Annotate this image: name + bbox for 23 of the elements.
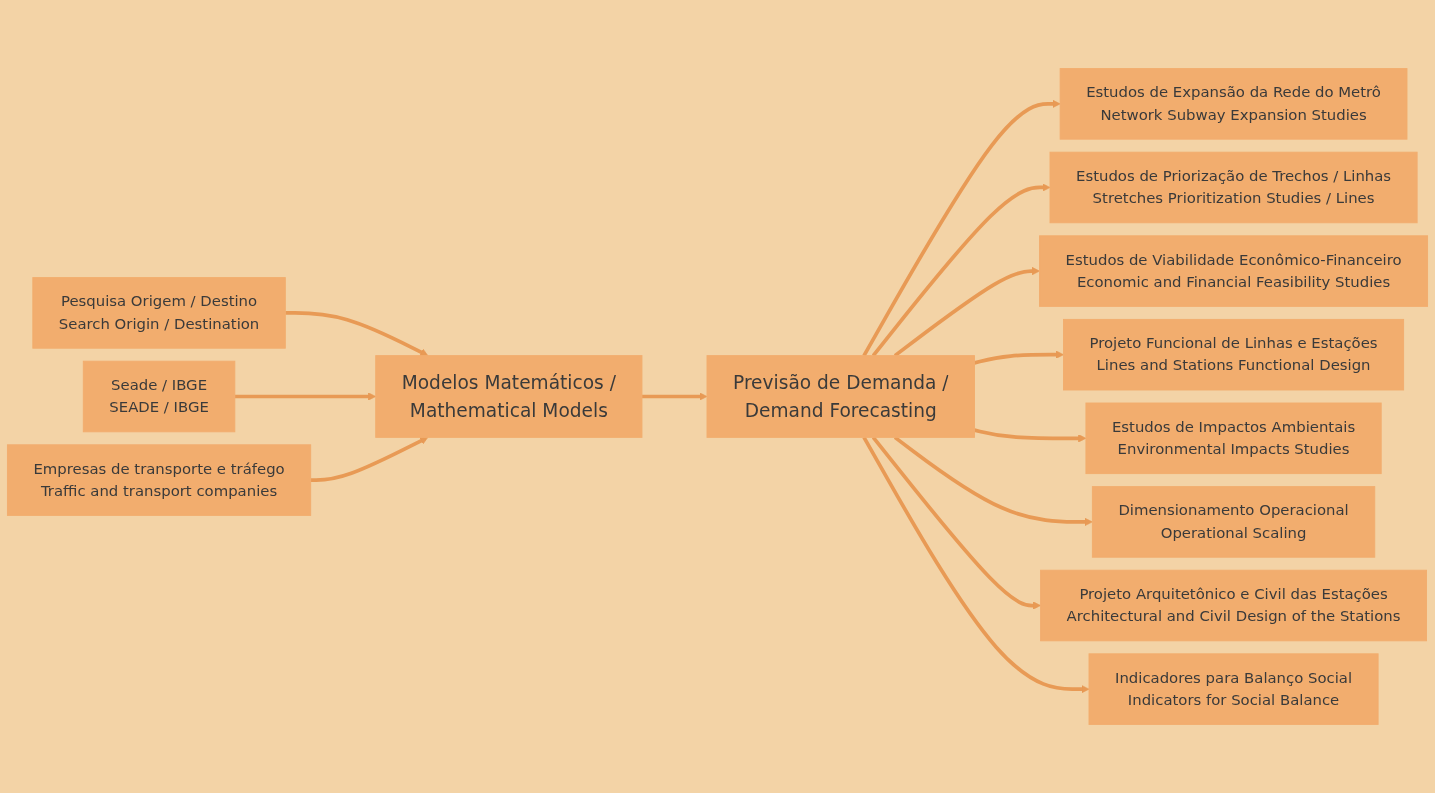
node-box: Projeto Funcional de Linhas e Estações Lines and Stations Functional Design [1063,318,1405,391]
arrow [974,428,1087,443]
node-box: Estudos de Expansão da Rede do Metrô Network Subway Expansion Studies [1059,68,1408,140]
arrow [234,392,377,401]
arrow [285,311,429,356]
node-box: Empresas de transporte e tráfego Traffic and transport companies [6,444,312,516]
arrow [862,99,1061,357]
node-box: Estudos de Priorização de Trechos / Linhas Stretches Prioritization Studies / Lines [1049,151,1418,224]
arrow [871,436,1041,610]
arrow [641,392,708,401]
node-box: Previsão de Demanda / Demand Forecasting [706,355,975,438]
node-box: Dimensionamento Operacional Operational Scaling [1091,486,1376,558]
arrow [310,437,429,482]
node-box: Seade / IBGE SEADE / IBGE [82,360,236,433]
node-box: Estudos de Impactos Ambientais Environmental Impacts Studies [1085,402,1382,475]
node-box: Estudos de Viabilidade Econômico-Financeiro Economic and Financial Feasibility Studies [1039,235,1429,307]
arrow [974,350,1064,365]
arrow [871,183,1051,357]
node-box: Modelos Matemáticos / Mathematical Models [375,355,643,438]
node-box: Projeto Arquitetônico e Civil das Estações Architectural and Civil Design of the Stations [1040,569,1427,642]
node-box: Indicadores para Balanço Social Indicators for Social Balance [1088,653,1379,725]
arrow [862,436,1090,694]
node-box: Pesquisa Origem / Destino Search Origin / Destination [32,277,286,349]
